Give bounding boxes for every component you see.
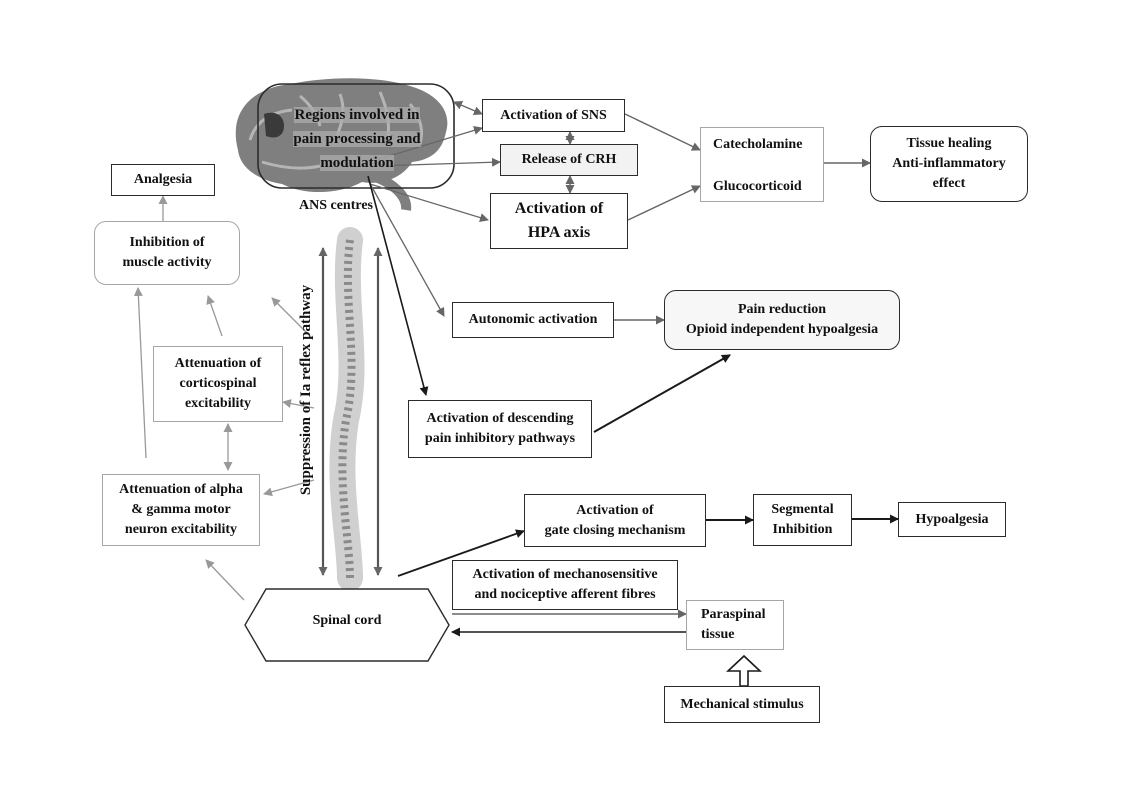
paraspinal-tissue-box: Paraspinal tissue [686, 600, 784, 650]
spinal-cord-hexagon [244, 588, 450, 662]
glucocorticoid-label: Glucocorticoid [713, 179, 802, 194]
ans-centres-label: ANS centres [299, 198, 374, 213]
segmental-inhibition-box: Segmental Inhibition [753, 494, 852, 546]
attenuation-corticospinal-box: Attenuation of corticospinal excitabilit… [153, 346, 283, 422]
afferent-fibres-box: Activation of mechanosensitive and nocic… [452, 560, 678, 610]
release-crh-box: Release of CRH [500, 144, 638, 176]
activation-hpa-box: Activation of HPA axis [490, 193, 628, 249]
analgesia-box: Analgesia [111, 164, 215, 196]
spinal-cord-label: Spinal cord [312, 613, 382, 628]
descending-pathways-box: Activation of descending pain inhibitory… [408, 400, 592, 458]
autonomic-activation-box: Autonomic activation [452, 302, 614, 338]
gate-closing-box: Activation of gate closing mechanism [524, 494, 706, 547]
activation-sns-box: Activation of SNS [482, 99, 625, 132]
input-block-arrow [725, 654, 763, 687]
tissue-healing-box: Tissue healing Anti-inflammatory effect [870, 126, 1028, 202]
catecholamine-glucocorticoid-box [700, 127, 824, 202]
pain-reduction-box: Pain reduction Opioid independent hypoal… [664, 290, 900, 350]
spine-illustration [329, 227, 365, 591]
catecholamine-label: Catecholamine [713, 137, 803, 152]
brain-regions-label: Regions involved in pain processing and … [293, 107, 421, 171]
inhibition-muscle-box: Inhibition of muscle activity [94, 221, 240, 285]
attenuation-motor-neuron-box: Attenuation of alpha & gamma motor neuro… [102, 474, 260, 546]
mechanical-stimulus-box: Mechanical stimulus [664, 686, 820, 723]
hypoalgesia-box: Hypoalgesia [898, 502, 1006, 537]
